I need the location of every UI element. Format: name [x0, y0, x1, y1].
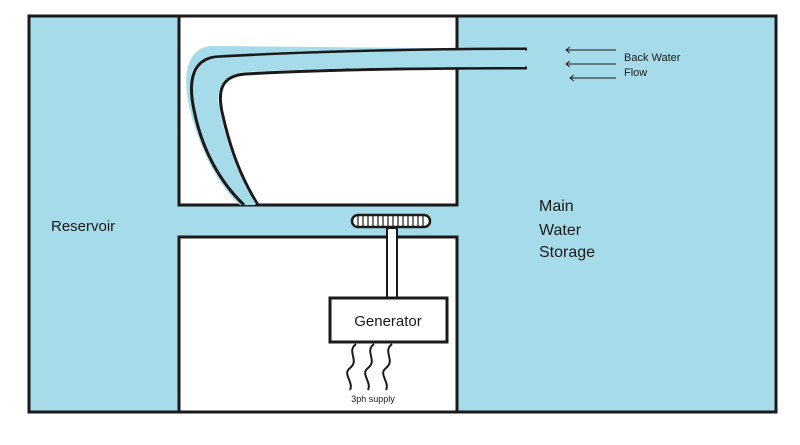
pipe-outer-wall	[190, 47, 528, 207]
wave-wire-icon	[346, 343, 393, 391]
supply-label: 3ph supply	[351, 394, 395, 404]
back-water-label: Back Water	[624, 52, 681, 64]
turbine-icon	[350, 213, 432, 229]
generator-box	[328, 296, 449, 344]
arrow-left-icon	[565, 46, 616, 82]
generator-label: Generator	[354, 313, 422, 330]
pipe-water-fill	[193, 50, 526, 204]
flow-label: Flow	[624, 67, 647, 79]
main-storage-label-1: Main	[539, 198, 574, 215]
main-storage-label-3: Storage	[539, 244, 595, 261]
main-storage-label-2: Water	[539, 222, 582, 239]
pipe-inner-wall	[218, 66, 528, 206]
reservoir-label: Reservoir	[51, 218, 115, 235]
turbine-shaft	[386, 227, 398, 299]
